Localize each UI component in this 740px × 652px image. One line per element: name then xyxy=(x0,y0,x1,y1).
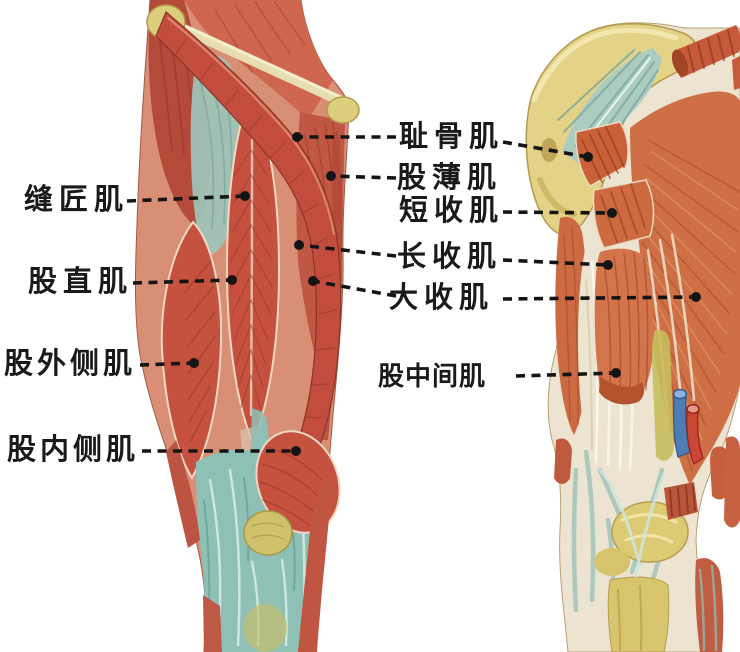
label-vastus-medialis: 股内侧肌 xyxy=(7,434,140,466)
label-sartorius: 缝匠肌 xyxy=(24,184,130,216)
leader-gracilis xyxy=(330,174,397,180)
vastus-lateralis-striations xyxy=(184,261,216,443)
label-adductor-magnus: 大收肌 xyxy=(389,282,495,314)
leader-adductor-longus-right xyxy=(502,258,609,267)
patella-texture xyxy=(251,522,285,540)
inguinal-ligament-highlight xyxy=(166,16,347,101)
leader-adductor-brevis xyxy=(502,210,613,215)
tibia-texture xyxy=(617,585,643,651)
ligament-fan-fibers xyxy=(557,49,659,163)
femoral-artery xyxy=(686,409,704,465)
upper-mass-striations xyxy=(214,1,306,73)
rectus-central-tendon xyxy=(249,138,254,417)
label-rectus-femoris: 股直肌 xyxy=(28,266,134,298)
knee-muscle-patch-striations xyxy=(669,484,696,517)
pubic-bone xyxy=(326,96,360,124)
leader-sartorius xyxy=(126,194,246,203)
label-vastus-lateralis: 股外侧肌 xyxy=(4,348,137,380)
right-figure-deep-thigh xyxy=(525,22,740,652)
sartorius-striations xyxy=(175,39,337,451)
tibia-bone xyxy=(607,576,670,652)
adductor-magnus-sheen xyxy=(642,151,739,441)
leader-adductor-magnus-right xyxy=(502,295,697,301)
leader-dots xyxy=(189,132,701,456)
femoral-shaft-strip xyxy=(652,329,674,461)
pectineus-striations xyxy=(581,126,625,183)
lateral-sliver-muscle xyxy=(724,436,740,528)
vein-opening xyxy=(672,388,688,400)
patella xyxy=(243,510,293,556)
knee-fascia-highlights xyxy=(208,468,306,647)
knee-ligament-highlights xyxy=(598,468,666,578)
label-adductor-longus: 长收肌 xyxy=(397,241,503,273)
label-vastus-intermedius: 股中间肌 xyxy=(378,362,487,391)
label-pectineus: 耻骨肌 xyxy=(399,121,505,153)
calf-muscle-left xyxy=(203,595,222,652)
gracilis-medial-band xyxy=(318,130,343,440)
pectineus-stump xyxy=(575,121,629,187)
medial-knee-muscle-band xyxy=(298,470,333,652)
intermedius-shading xyxy=(585,279,593,451)
adductor-longus-striations xyxy=(603,252,649,397)
left-figure-anterior-thigh xyxy=(134,0,360,652)
lateral-knee-muscle-strip xyxy=(166,440,200,548)
calf-fascia-streaks xyxy=(698,564,718,652)
knee-muscle-patch xyxy=(664,482,698,520)
medial-condyle-bone xyxy=(594,548,630,576)
stump-cut-end xyxy=(671,49,689,77)
artery-opening xyxy=(686,404,700,414)
leader-rectus-femoris xyxy=(132,278,233,285)
leader-adductor-magnus-left xyxy=(312,279,397,298)
sartorius-cut-end xyxy=(554,438,572,484)
leader-vastus-intermedius xyxy=(515,371,617,378)
leader-lines xyxy=(126,135,697,453)
rectus-femoris-striations xyxy=(230,149,273,408)
vastus-medialis-striations xyxy=(259,446,323,527)
tibial-tuberosity xyxy=(243,604,287,652)
stump-ring-striations xyxy=(687,30,735,73)
adductor-brevis-striations xyxy=(600,183,646,243)
iliac-crest-highlight xyxy=(531,27,679,103)
label-adductor-brevis: 短收肌 xyxy=(399,195,505,227)
label-gracilis: 股薄肌 xyxy=(397,162,503,194)
adductor-longus-cut-edge xyxy=(599,376,645,405)
stump-fragment xyxy=(732,56,740,90)
adductor-brevis-stump xyxy=(592,179,655,249)
sartorius-highlight xyxy=(166,16,336,236)
leader-adductor-longus-left xyxy=(298,243,397,258)
vastus-lateralis-muscle xyxy=(160,220,223,480)
gracilis-striations xyxy=(563,227,579,426)
